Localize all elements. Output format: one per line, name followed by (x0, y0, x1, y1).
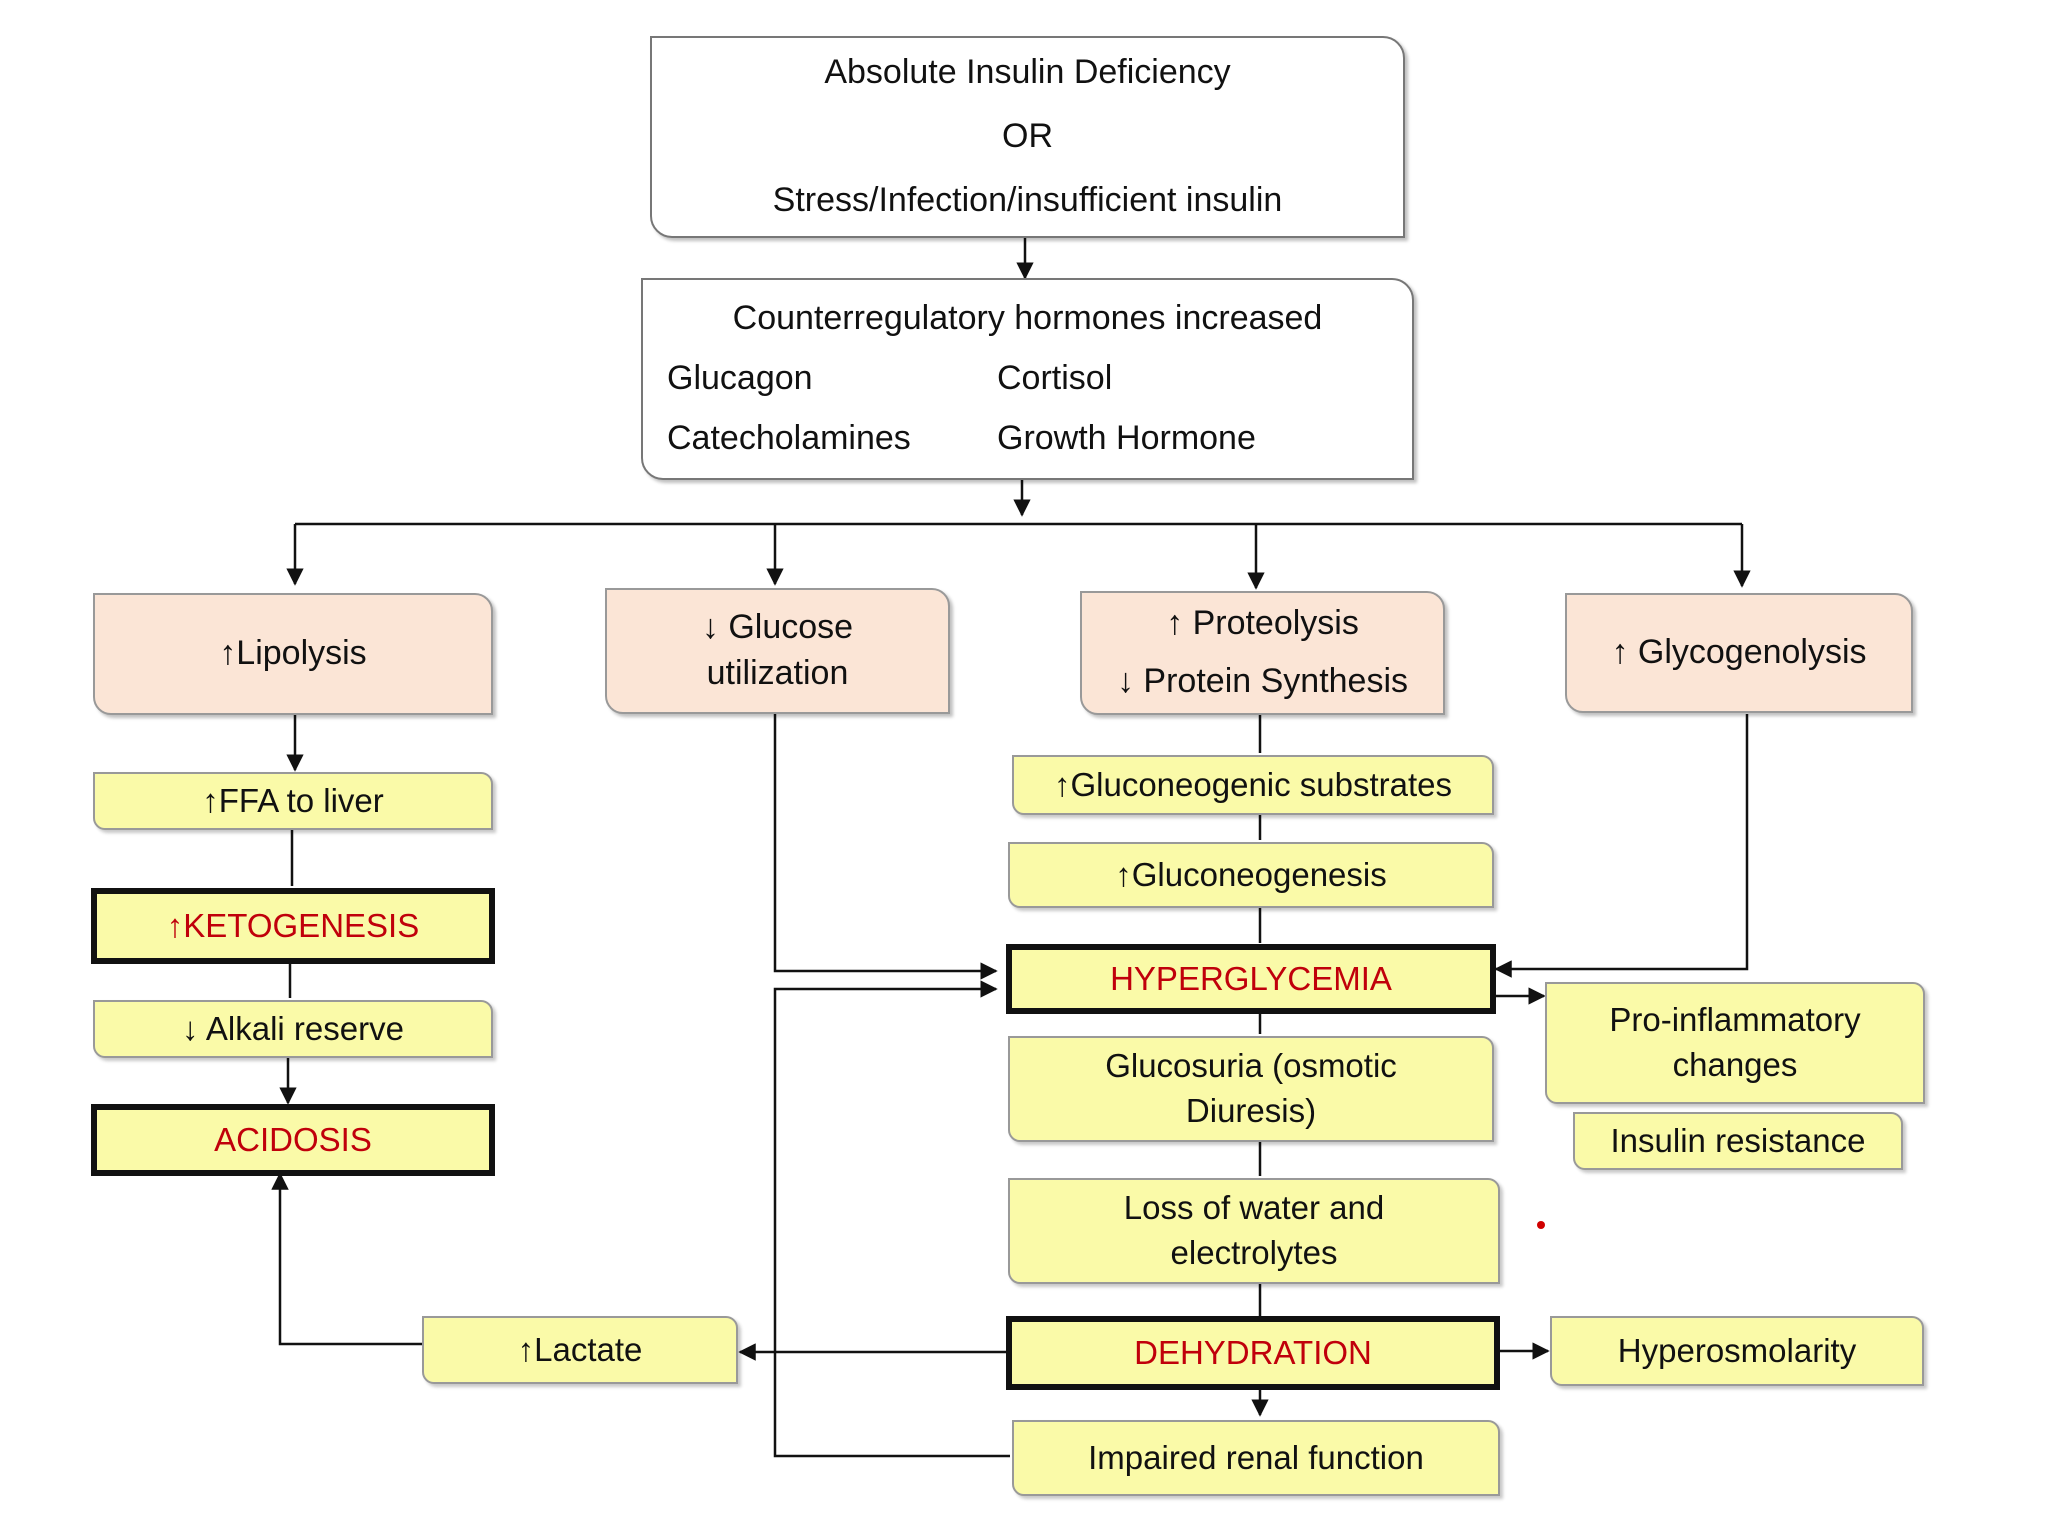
arrow-renal-to-hyperglycemia (773, 980, 1010, 1458)
glucose-utilization-line1: ↓ Glucose (701, 608, 854, 647)
insulin-resistance-box: Insulin resistance (1573, 1112, 1903, 1170)
lactate-label: ↑Lactate (517, 1330, 643, 1368)
glucosuria-line2: Diuresis) (1185, 1092, 1317, 1129)
insulin-deficiency-box: Absolute Insulin Deficiency OR Stress/In… (650, 36, 1405, 238)
glycogenolysis-label: ↑ Glycogenolysis (1611, 633, 1867, 672)
arrow-glycogenolysis-to-hyperglycemia (1494, 714, 1749, 978)
hormone-glucagon: Glucagon (667, 359, 813, 398)
impaired-renal-function-box: Impaired renal function (1012, 1420, 1500, 1496)
dehydration-box: DEHYDRATION (1006, 1316, 1500, 1390)
insulin-deficiency-line: Absolute Insulin Deficiency (824, 53, 1231, 92)
ketogenesis-label: ↑KETOGENESIS (166, 906, 420, 944)
loss-of-water-box: Loss of water and electrolytes (1008, 1178, 1500, 1284)
ketogenesis-box: ↑KETOGENESIS (91, 888, 495, 964)
hormone-cortisol: Cortisol (997, 359, 1113, 398)
counterregulatory-hormones-box: Counterregulatory hormones increased Glu… (641, 278, 1414, 480)
hyperglycemia-label: HYPERGLYCEMIA (1110, 959, 1392, 997)
dehydration-label: DEHYDRATION (1134, 1333, 1372, 1371)
protein-synthesis-label: ↓ Protein Synthesis (1116, 662, 1409, 700)
impaired-renal-function-label: Impaired renal function (1088, 1438, 1424, 1476)
gluconeogenic-substrates-box: ↑Gluconeogenic substrates (1012, 755, 1494, 815)
hormone-list: Glucagon Cortisol Catecholamines Growth … (643, 356, 1412, 462)
acidosis-label: ACIDOSIS (214, 1120, 372, 1158)
or-label: OR (1002, 117, 1053, 156)
glucose-utilization-box: ↓ Glucose utilization (605, 588, 950, 714)
ffa-to-liver-box: ↑FFA to liver (93, 772, 493, 830)
proteolysis-label: ↑ Proteolysis (1166, 604, 1359, 643)
lactate-box: ↑Lactate (422, 1316, 738, 1384)
acidosis-box: ACIDOSIS (91, 1104, 495, 1176)
lipolysis-label: ↑Lipolysis (219, 634, 367, 673)
lipolysis-box: ↑Lipolysis (93, 593, 493, 715)
arrow-lactate-to-acidosis (271, 1172, 422, 1346)
alkali-reserve-label: ↓ Alkali reserve (182, 1009, 404, 1047)
gluconeogenesis-label: ↑Gluconeogenesis (1115, 855, 1387, 893)
proteolysis-box: ↑ Proteolysis ↓ Protein Synthesis (1080, 591, 1445, 715)
red-dot-mark (1537, 1221, 1545, 1229)
hyperosmolarity-box: Hyperosmolarity (1550, 1316, 1924, 1386)
arrow-glucose-to-hyperglycemia (773, 714, 998, 980)
insulin-resistance-label: Insulin resistance (1610, 1121, 1866, 1159)
alkali-reserve-box: ↓ Alkali reserve (93, 1000, 493, 1058)
pro-inflammatory-line2: changes (1672, 1046, 1798, 1083)
hormone-growth-hormone: Growth Hormone (997, 418, 1256, 457)
stress-infection-line: Stress/Infection/insufficient insulin (772, 180, 1283, 219)
pro-inflammatory-box: Pro-inflammatory changes (1545, 982, 1925, 1104)
glucosuria-box: Glucosuria (osmotic Diuresis) (1008, 1036, 1494, 1142)
loss-of-water-line2: electrolytes (1170, 1234, 1338, 1271)
hormone-catecholamines: Catecholamines (667, 418, 911, 457)
hyperglycemia-box: HYPERGLYCEMIA (1006, 944, 1496, 1014)
glycogenolysis-box: ↑ Glycogenolysis (1565, 593, 1913, 713)
glucosuria-line1: Glucosuria (osmotic (1105, 1047, 1397, 1085)
pro-inflammatory-line1: Pro-inflammatory (1609, 1001, 1861, 1039)
ffa-to-liver-label: ↑FFA to liver (202, 781, 384, 819)
gluconeogenic-substrates-label: ↑Gluconeogenic substrates (1053, 765, 1453, 803)
hyperosmolarity-label: Hyperosmolarity (1617, 1331, 1857, 1369)
loss-of-water-line1: Loss of water and (1123, 1189, 1385, 1227)
counterregulatory-title: Counterregulatory hormones increased (732, 299, 1323, 338)
glucose-utilization-line2: utilization (706, 654, 849, 692)
gluconeogenesis-box: ↑Gluconeogenesis (1008, 842, 1494, 908)
